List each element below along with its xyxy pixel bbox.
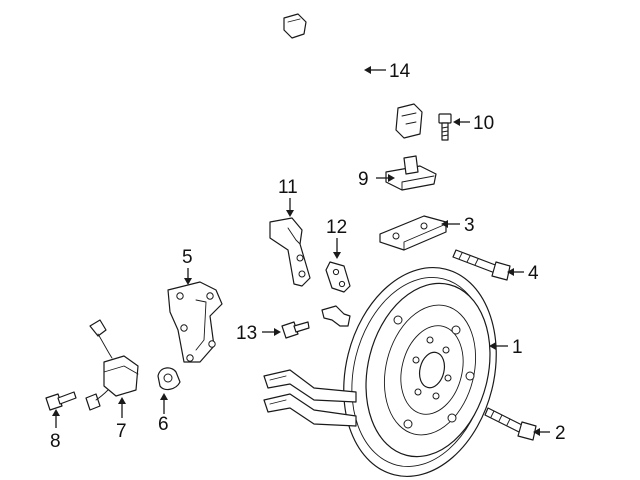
callout-numbers: 14 10 9 3 4 11 12 5 13 1 2 6 7 8 bbox=[50, 61, 566, 452]
callout-8: 8 bbox=[50, 431, 61, 452]
part-10-bolt bbox=[438, 113, 452, 141]
elbow-fitting bbox=[321, 305, 351, 327]
callout-7: 7 bbox=[116, 421, 127, 442]
callout-12: 12 bbox=[326, 217, 347, 238]
part-5-bracket-plate bbox=[167, 281, 223, 363]
part-3-plate-bracket bbox=[379, 215, 447, 251]
part-4-long-bolt bbox=[452, 249, 511, 281]
part-8-bolt bbox=[45, 391, 77, 411]
callout-13: 13 bbox=[236, 323, 257, 344]
part-6-clip bbox=[157, 367, 181, 391]
part-14-wire-harness bbox=[283, 13, 423, 139]
callout-5: 5 bbox=[182, 247, 193, 268]
callout-14: 14 bbox=[389, 61, 411, 82]
part-13-bolt bbox=[281, 321, 310, 339]
callout-3: 3 bbox=[464, 215, 475, 236]
callout-9: 9 bbox=[358, 169, 369, 190]
callout-2: 2 bbox=[555, 423, 566, 444]
part-12-gasket bbox=[325, 261, 351, 293]
part-2-long-bolt bbox=[484, 407, 537, 441]
callout-6: 6 bbox=[158, 414, 169, 435]
part-11-mount-bracket bbox=[269, 217, 311, 287]
part-9-sensor-bracket bbox=[385, 155, 437, 191]
callout-11: 11 bbox=[278, 177, 298, 198]
wiring-bracket bbox=[263, 369, 357, 427]
callout-1: 1 bbox=[512, 337, 523, 358]
callout-4: 4 bbox=[528, 263, 539, 284]
leader-lines bbox=[52, 66, 550, 436]
callout-10: 10 bbox=[473, 113, 494, 134]
part-1-flywheel bbox=[343, 267, 497, 477]
part-7-sensor bbox=[85, 319, 139, 411]
